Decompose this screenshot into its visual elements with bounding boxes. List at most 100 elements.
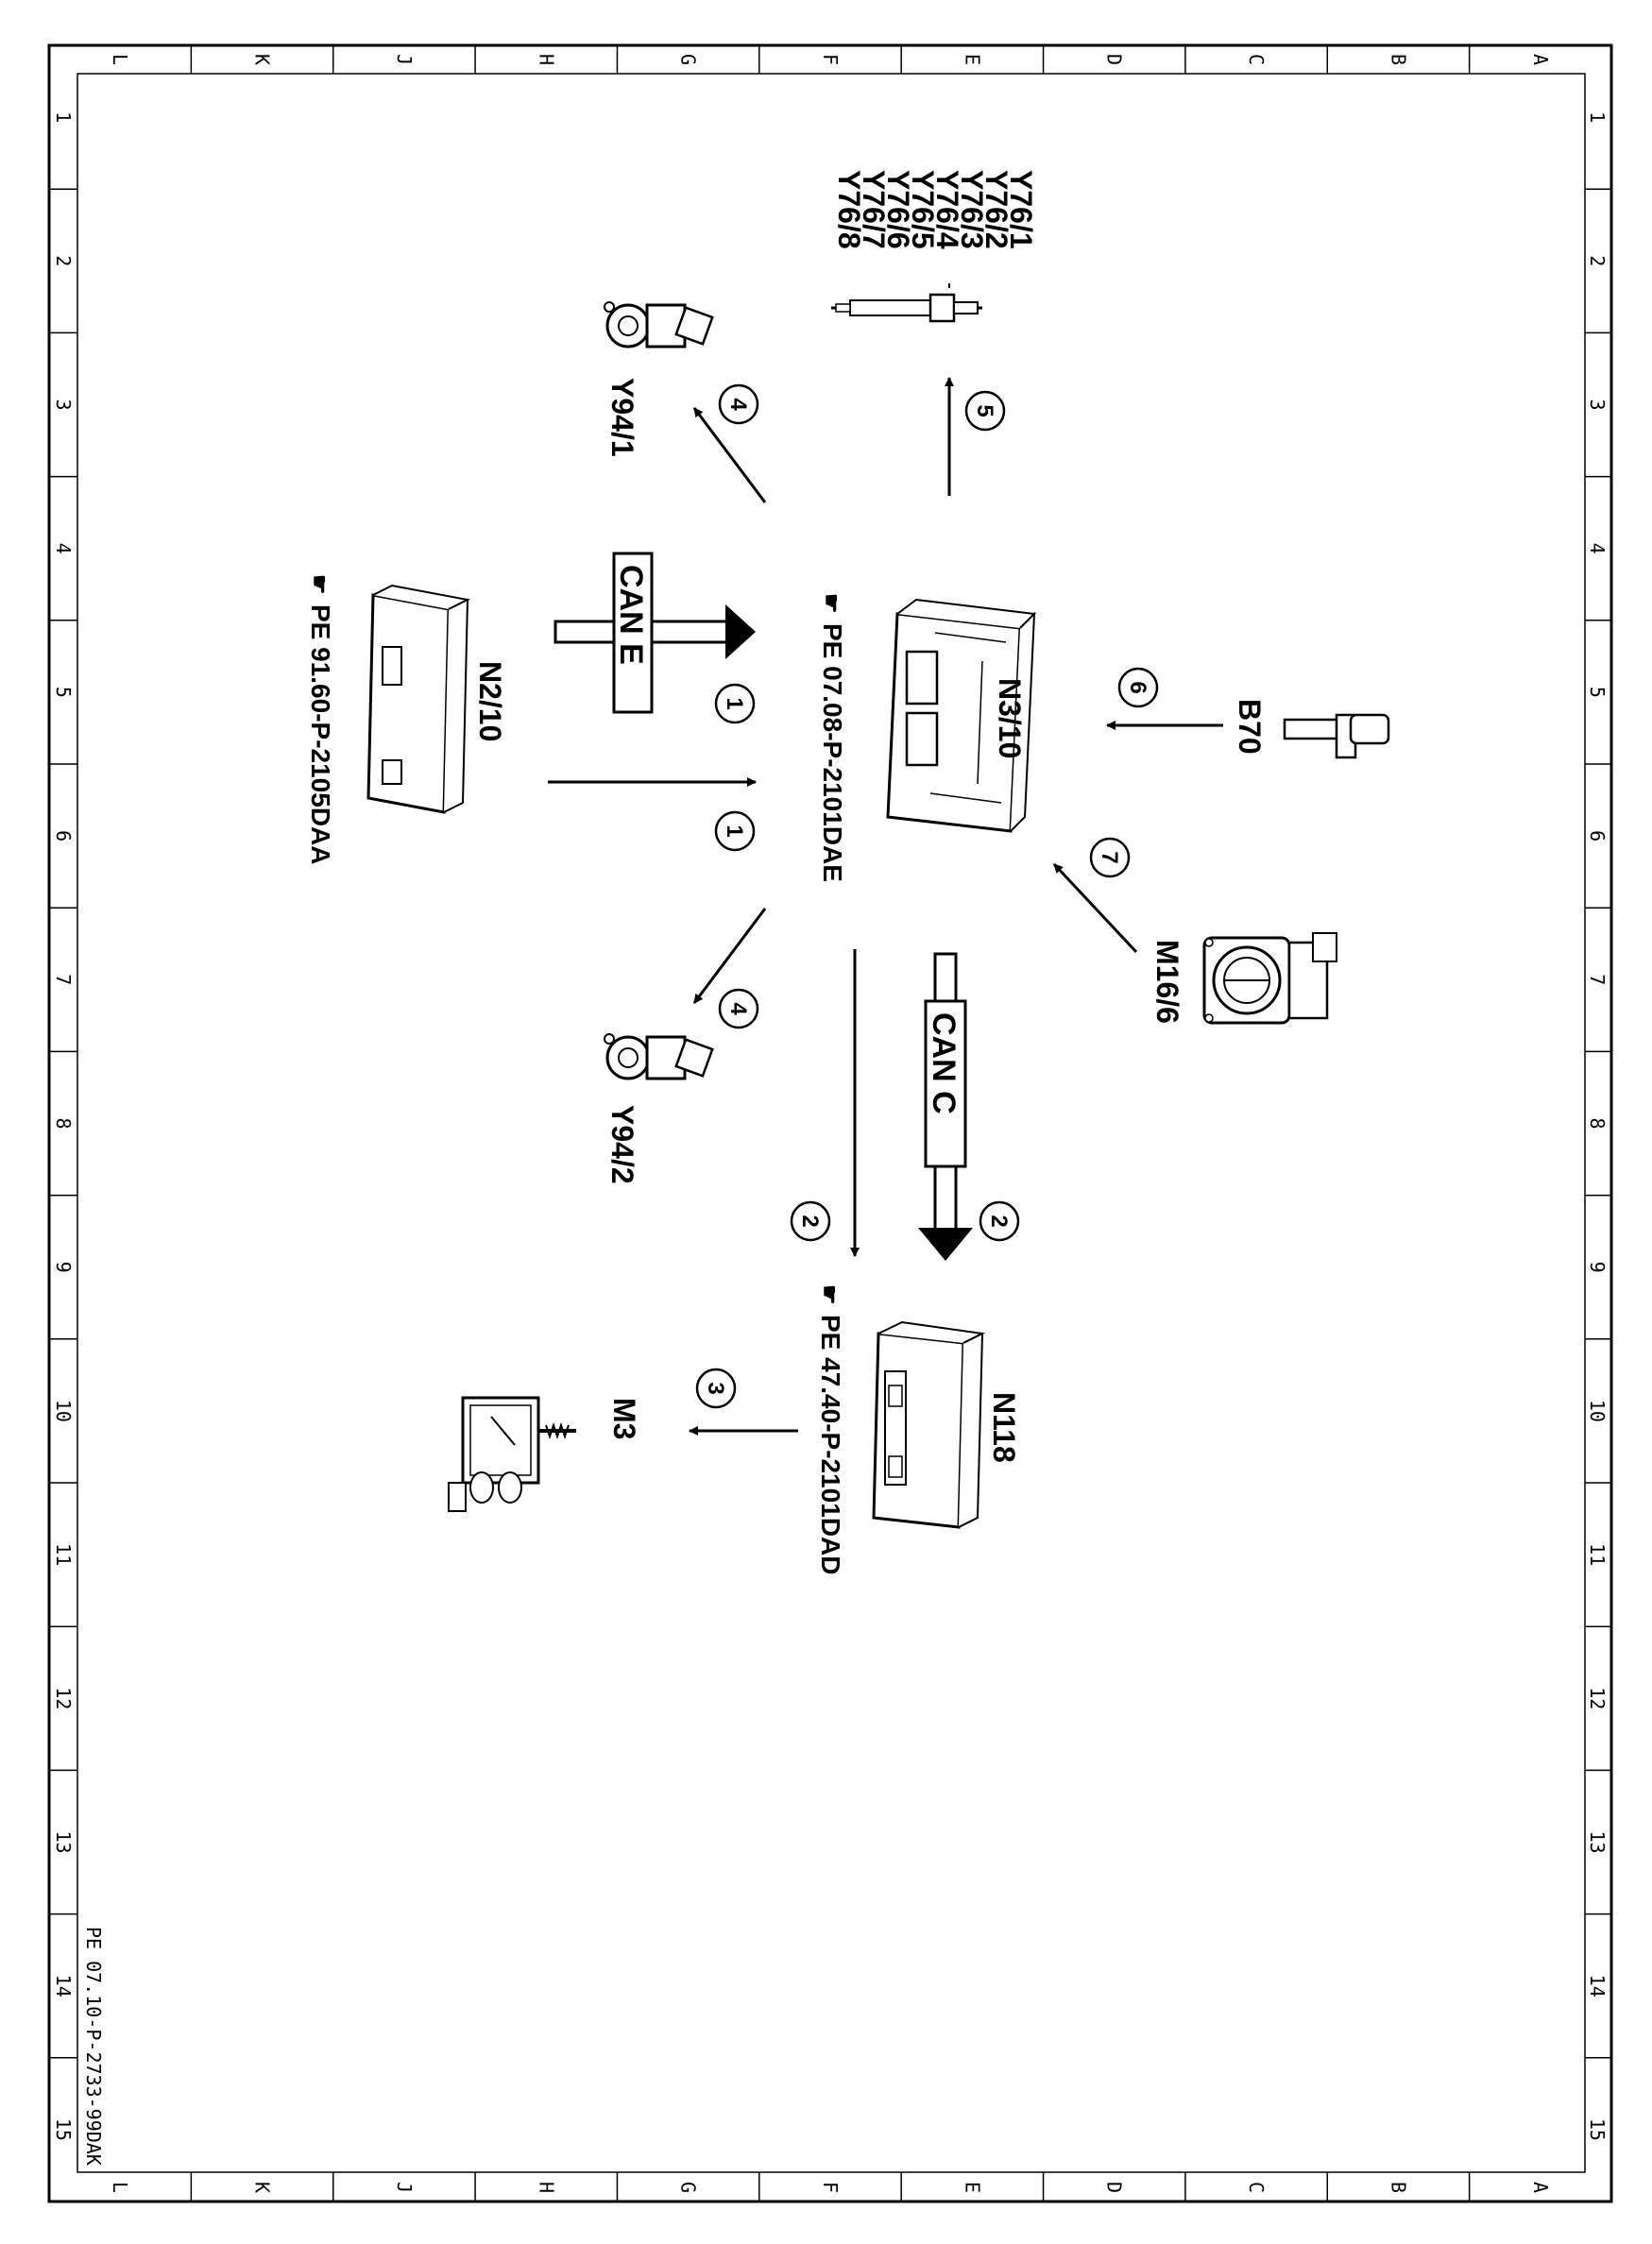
marker-1b: 1 — [714, 810, 756, 852]
grid-number-right: 7 — [1586, 974, 1609, 985]
grid-number-right: 15 — [1586, 2118, 1609, 2141]
b70-label: B70 — [1233, 699, 1267, 755]
marker-5: 5 — [964, 390, 1006, 432]
grid-letter-bottom: B — [1387, 2182, 1409, 2193]
grid-letter-top: D — [1103, 54, 1126, 65]
grid-number-left: 6 — [52, 830, 75, 842]
n3-10-ref: PE 07.08-P-2101DAE — [818, 623, 847, 882]
grid-number-right: 11 — [1586, 1543, 1609, 1566]
can-e-label: CAN E — [613, 565, 649, 665]
grid-number-left: 1 — [52, 111, 75, 123]
injector-label: Y76/2 — [979, 170, 1013, 249]
svg-text:2: 2 — [986, 1215, 1012, 1227]
grid-letter-bottom: E — [961, 2182, 983, 2193]
m16-6-throttle-icon — [1202, 932, 1337, 1025]
marker-7: 7 — [1089, 837, 1131, 878]
grid-letter-bottom: F — [819, 2182, 842, 2193]
frame-inner — [77, 73, 1586, 2173]
grid-letter-bottom: J — [393, 2182, 416, 2193]
injector-label: Y76/1 — [1004, 170, 1038, 249]
grid-number-right: 14 — [1586, 1975, 1609, 1998]
n2-10-label: N2/10 — [473, 661, 507, 741]
grid-letter-bottom: C — [1245, 2182, 1268, 2193]
arrow-m16-6-to-n3-10 — [1052, 862, 1138, 954]
n2-10-module-icon — [366, 584, 471, 814]
signal-arrows — [548, 377, 1223, 1436]
injector-icon — [831, 283, 982, 323]
n2-10-ref: PE 91.60-P-2105DAA — [306, 604, 335, 864]
svg-text:1: 1 — [722, 697, 747, 709]
n3-10-ecu-icon — [886, 598, 1037, 833]
grid-letter-bottom: H — [535, 2182, 557, 2193]
svg-text:6: 6 — [1125, 681, 1150, 693]
injector-label: Y76/3 — [955, 170, 989, 249]
grid-number-right: 13 — [1586, 1830, 1609, 1853]
grid-letter-top: H — [535, 54, 557, 65]
n3-10-label: N3/10 — [993, 678, 1027, 758]
grid-number-right: 4 — [1586, 543, 1609, 554]
svg-text:3: 3 — [703, 1382, 728, 1394]
grid-number-left: 4 — [52, 543, 75, 554]
grid-number-right: 10 — [1586, 1400, 1609, 1422]
y94-2-label: Y94/2 — [605, 1105, 639, 1184]
grid-letter-top: J — [393, 54, 416, 65]
marker-2a: 2 — [790, 1200, 831, 1242]
grid-number-left: 12 — [52, 1687, 75, 1709]
grid-letter-top: L — [109, 54, 131, 65]
n118-icon-pointer: ☛ — [816, 1284, 842, 1305]
injector-label: Y76/6 — [881, 170, 915, 249]
marker-6: 6 — [1117, 667, 1159, 708]
svg-text:2: 2 — [797, 1215, 823, 1227]
grid-letter-top: F — [819, 54, 842, 65]
grid-number-left: 2 — [52, 255, 75, 266]
grid-number-right: 3 — [1586, 399, 1609, 410]
y94-1-label: Y94/1 — [605, 378, 639, 457]
can-c-label: CAN C — [926, 1012, 962, 1114]
marker-4b: 4 — [718, 988, 759, 1029]
grid-letter-top: C — [1245, 54, 1268, 65]
marker-2b: 2 — [979, 1200, 1020, 1242]
grid-number-left: 7 — [52, 974, 75, 985]
grid-number-left: 10 — [52, 1400, 75, 1422]
n2-10-icon-pointer: ☛ — [306, 574, 332, 595]
grid-number-right: 1 — [1586, 111, 1609, 123]
grid-letter-bottom: K — [251, 2182, 274, 2193]
svg-text:1: 1 — [722, 824, 747, 837]
grid-number-right: 9 — [1586, 1262, 1609, 1273]
can-e-bus-arrow — [554, 552, 756, 714]
grid-letter-top: A — [1529, 54, 1552, 65]
injector-label: Y76/5 — [906, 170, 940, 249]
injector-label: Y76/7 — [857, 170, 891, 249]
grid-number-right: 5 — [1586, 687, 1609, 698]
document-id: PE 07.10-P-2733-99DAK — [82, 1927, 105, 2166]
arrow-n3-10-to-y94-1 — [692, 407, 767, 503]
grid-number-left: 9 — [52, 1262, 75, 1273]
svg-text:5: 5 — [972, 404, 997, 416]
injector-label: Y76/4 — [930, 170, 964, 249]
n118-label: N118 — [987, 1392, 1021, 1463]
grid-number-left: 13 — [52, 1830, 75, 1853]
svg-text:4: 4 — [725, 1002, 751, 1015]
grid-letter-bottom: A — [1529, 2182, 1552, 2193]
grid-letter-top: E — [961, 54, 983, 65]
m3-label: M3 — [607, 1398, 641, 1439]
arrow-n3-10-to-y94-2 — [692, 908, 767, 1004]
n118-ref: PE 47.40-P-2101DAD — [816, 1315, 845, 1574]
grid-number-right: 12 — [1586, 1687, 1609, 1709]
grid-letter-bottom: D — [1103, 2182, 1126, 2193]
y94-1-valve-icon — [604, 301, 714, 348]
n3-10-icon-pointer: ☛ — [818, 593, 843, 614]
marker-3: 3 — [695, 1368, 737, 1409]
grid-number-left: 3 — [52, 399, 75, 410]
grid-number-right: 8 — [1586, 1117, 1609, 1129]
injector-label: Y76/8 — [832, 170, 866, 249]
grid-letter-top: K — [251, 54, 274, 65]
grid-number-left: 14 — [52, 1975, 75, 1998]
marker-4a: 4 — [718, 383, 759, 425]
m3-fuel-pump-icon — [448, 1396, 576, 1512]
grid-letter-top: B — [1387, 54, 1409, 65]
grid-number-left: 5 — [52, 687, 75, 698]
can-c-bus-arrow — [918, 952, 973, 1261]
svg-text:7: 7 — [1097, 851, 1122, 863]
